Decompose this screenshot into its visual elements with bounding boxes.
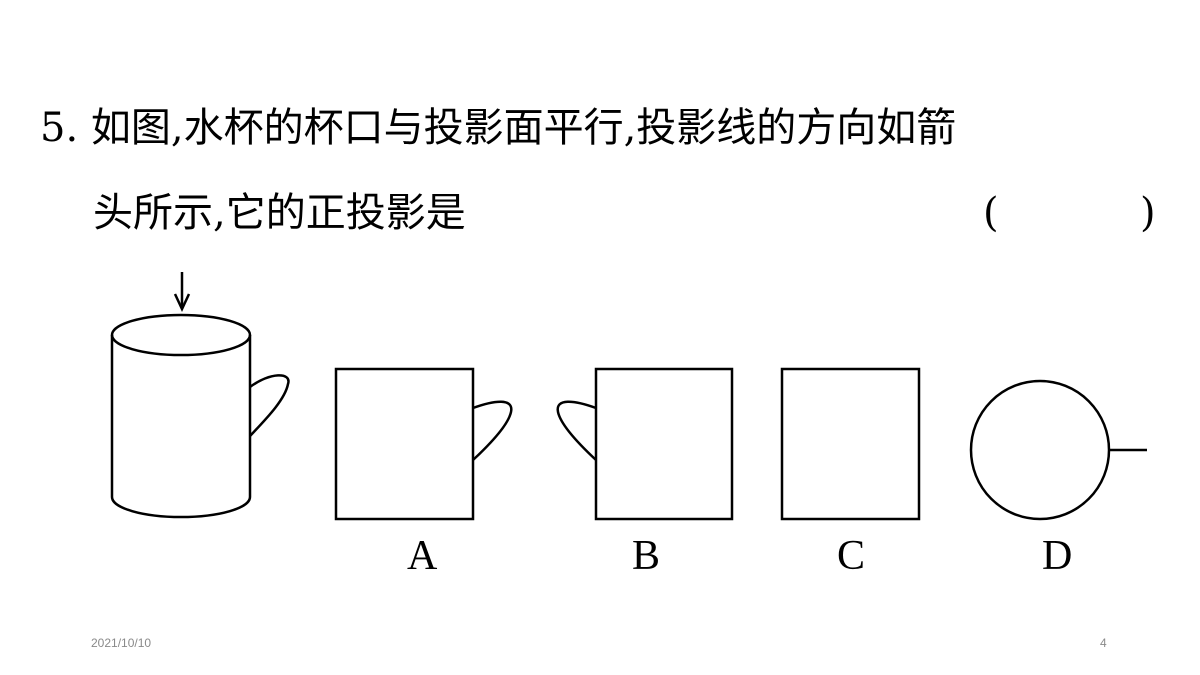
option-a-square: [334, 367, 475, 521]
option-b-figure: [556, 367, 734, 521]
option-d-label: D: [1042, 533, 1073, 579]
question-line-2: 头所示,它的正投影是: [93, 190, 466, 236]
option-c-label: C: [837, 533, 866, 579]
answer-paren-open: (: [983, 190, 999, 236]
mug-figure: [110, 272, 290, 519]
option-c-square: [780, 367, 921, 521]
option-b-label: B: [632, 533, 661, 579]
mug-handle: [249, 374, 290, 437]
option-d-figure: [969, 379, 1147, 521]
option-a-figure: [334, 367, 513, 521]
footer-page-number: 4: [1100, 636, 1107, 650]
option-c-figure: [780, 367, 921, 521]
question-line-1: 5. 如图,水杯的杯口与投影面平行,投影线的方向如箭: [40, 105, 957, 151]
option-b-square: [594, 367, 734, 521]
option-b-handle: [556, 400, 597, 461]
footer-date: 2021/10/10: [91, 636, 152, 650]
option-d-circle: [969, 379, 1111, 521]
answer-paren-close: ): [1140, 190, 1156, 236]
mug-bottom: [110, 496, 252, 519]
projection-arrow-head: [173, 293, 191, 312]
mug-rim: [110, 313, 252, 357]
option-a-label: A: [407, 533, 438, 579]
option-a-handle: [472, 400, 513, 461]
